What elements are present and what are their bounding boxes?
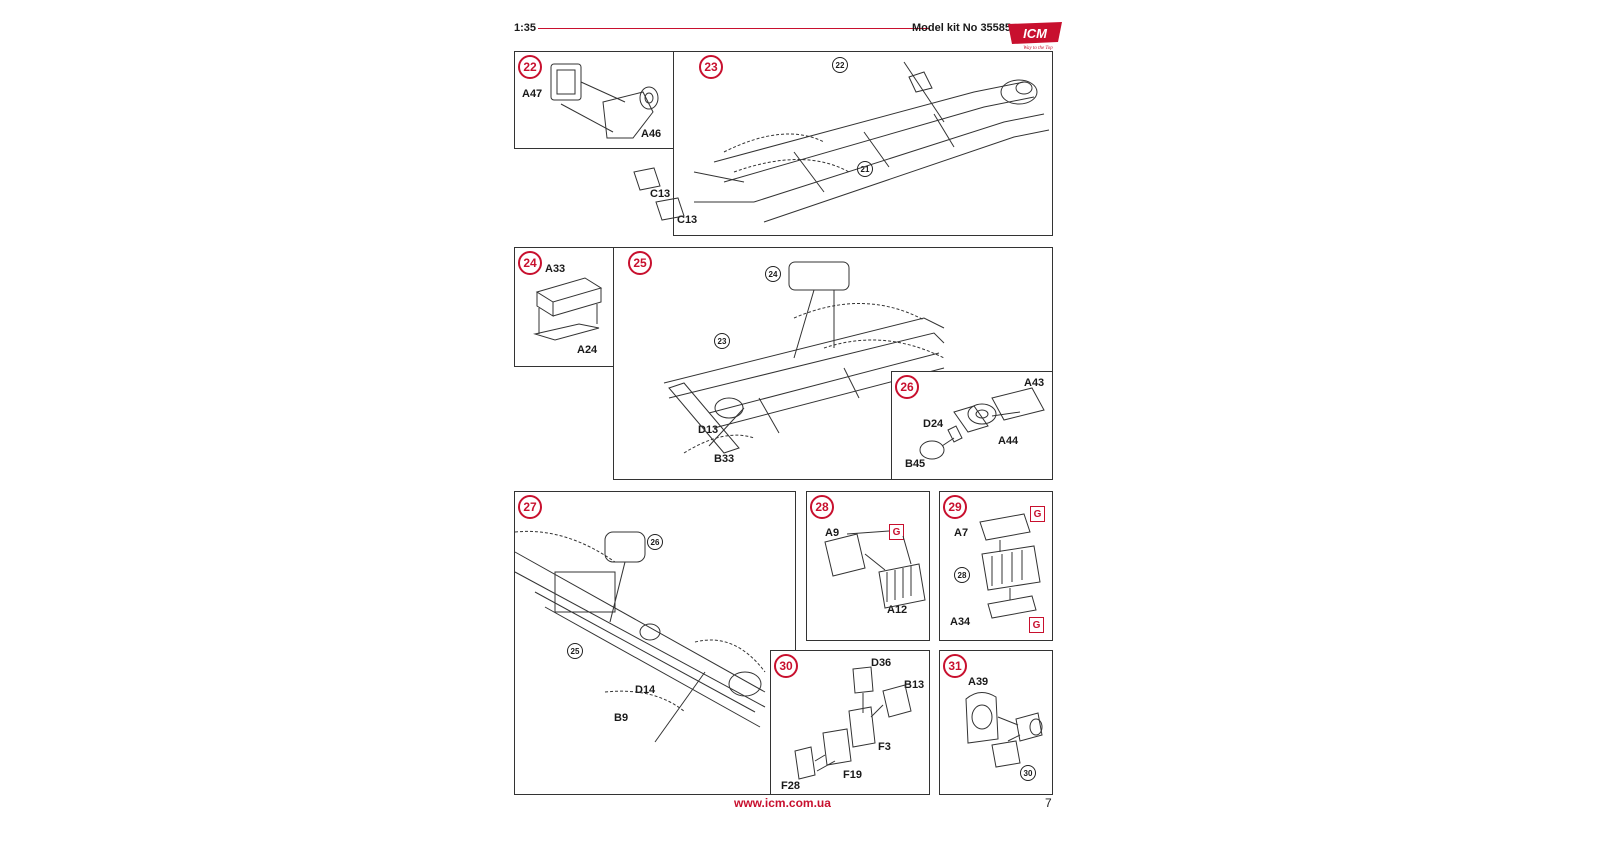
part-label: A46 <box>641 128 662 140</box>
step-29-drawing <box>979 513 1041 619</box>
part-label: B45 <box>905 458 926 470</box>
website-link[interactable]: www.icm.com.ua <box>734 796 831 810</box>
part-label: A33 <box>545 263 566 275</box>
step-22-panel: 22 A47 A46 <box>514 51 674 149</box>
svg-text:Way to the Top: Way to the Top <box>1023 46 1053 50</box>
part-label: F3 <box>878 741 891 753</box>
step-reference: 22 <box>832 57 848 73</box>
step-28-panel: 28 A9 A12 G <box>806 491 930 641</box>
part-label: C13 <box>650 188 671 200</box>
step-24-drawing <box>533 277 603 341</box>
step-number: 29 <box>943 495 967 519</box>
part-label: B9 <box>614 712 629 724</box>
part-label: A7 <box>954 527 969 539</box>
part-label: D13 <box>698 424 719 436</box>
chassis-frame-drawing <box>514 530 766 743</box>
part-label: D36 <box>871 657 892 669</box>
step-24-panel: 24 A33 A24 <box>514 247 614 367</box>
step-30-panel: 30 D36 B13 F3 F19 F28 <box>770 650 930 795</box>
step-26-panel: 26 A43 D24 A44 B45 <box>891 371 1053 480</box>
part-label: D24 <box>923 418 944 430</box>
step-31-panel: 31 A39 30 <box>939 650 1053 795</box>
part-label: A34 <box>950 616 971 628</box>
step-number: 30 <box>774 654 798 678</box>
step-26-drawing <box>919 387 1045 460</box>
part-label: F19 <box>843 769 862 781</box>
instruction-page: 1:35 Model kit No 35585 ICM Way to the T… <box>514 0 1074 850</box>
part-label: B13 <box>904 679 925 691</box>
step-22-drawing <box>550 63 659 139</box>
part-label: D14 <box>635 684 656 696</box>
header-rule <box>538 28 930 29</box>
part-label: B33 <box>714 453 735 465</box>
page-number: 7 <box>1045 796 1052 810</box>
step-reference: 23 <box>714 333 730 349</box>
step-23-panel: 23 22 21 C13 C13 <box>633 51 1053 236</box>
chassis-frame-drawing <box>633 61 1050 223</box>
part-tag: G <box>1029 617 1044 633</box>
part-tag: G <box>889 524 904 540</box>
step-29-panel: 29 A7 A34 28 G G <box>939 491 1053 641</box>
part-label: A47 <box>522 88 543 100</box>
step-number: 28 <box>810 495 834 519</box>
step-reference: 24 <box>765 266 781 282</box>
step-30-drawing <box>794 666 912 780</box>
part-label: A9 <box>825 527 840 539</box>
step-number: 24 <box>518 251 542 275</box>
step-number: 27 <box>518 495 542 519</box>
icm-logo: ICM Way to the Top <box>1008 22 1062 50</box>
step-reference: 30 <box>1020 765 1036 781</box>
part-label: A43 <box>1024 377 1045 389</box>
step-number: 25 <box>628 251 652 275</box>
svg-text:ICM: ICM <box>1023 26 1048 41</box>
part-label: A44 <box>998 435 1019 447</box>
step-number: 23 <box>699 55 723 79</box>
step-31-drawing <box>965 692 1043 768</box>
part-tag: G <box>1030 506 1045 522</box>
step-reference: 26 <box>647 534 663 550</box>
step-28-drawing <box>824 530 926 609</box>
part-label: F28 <box>781 780 800 792</box>
scale-label: 1:35 <box>514 22 537 34</box>
chassis-frame-drawing <box>663 261 945 454</box>
step-number: 26 <box>895 375 919 399</box>
step-number: 31 <box>943 654 967 678</box>
step-reference: 28 <box>954 567 970 583</box>
kit-number: Model kit No 35585 <box>912 22 1012 34</box>
part-label: A24 <box>577 344 598 356</box>
step-reference: 25 <box>567 643 583 659</box>
part-label: C13 <box>677 214 698 226</box>
part-label: A39 <box>968 676 989 688</box>
step-number: 22 <box>518 55 542 79</box>
step-27-panel: 27 26 25 D14 B9 <box>514 491 796 795</box>
